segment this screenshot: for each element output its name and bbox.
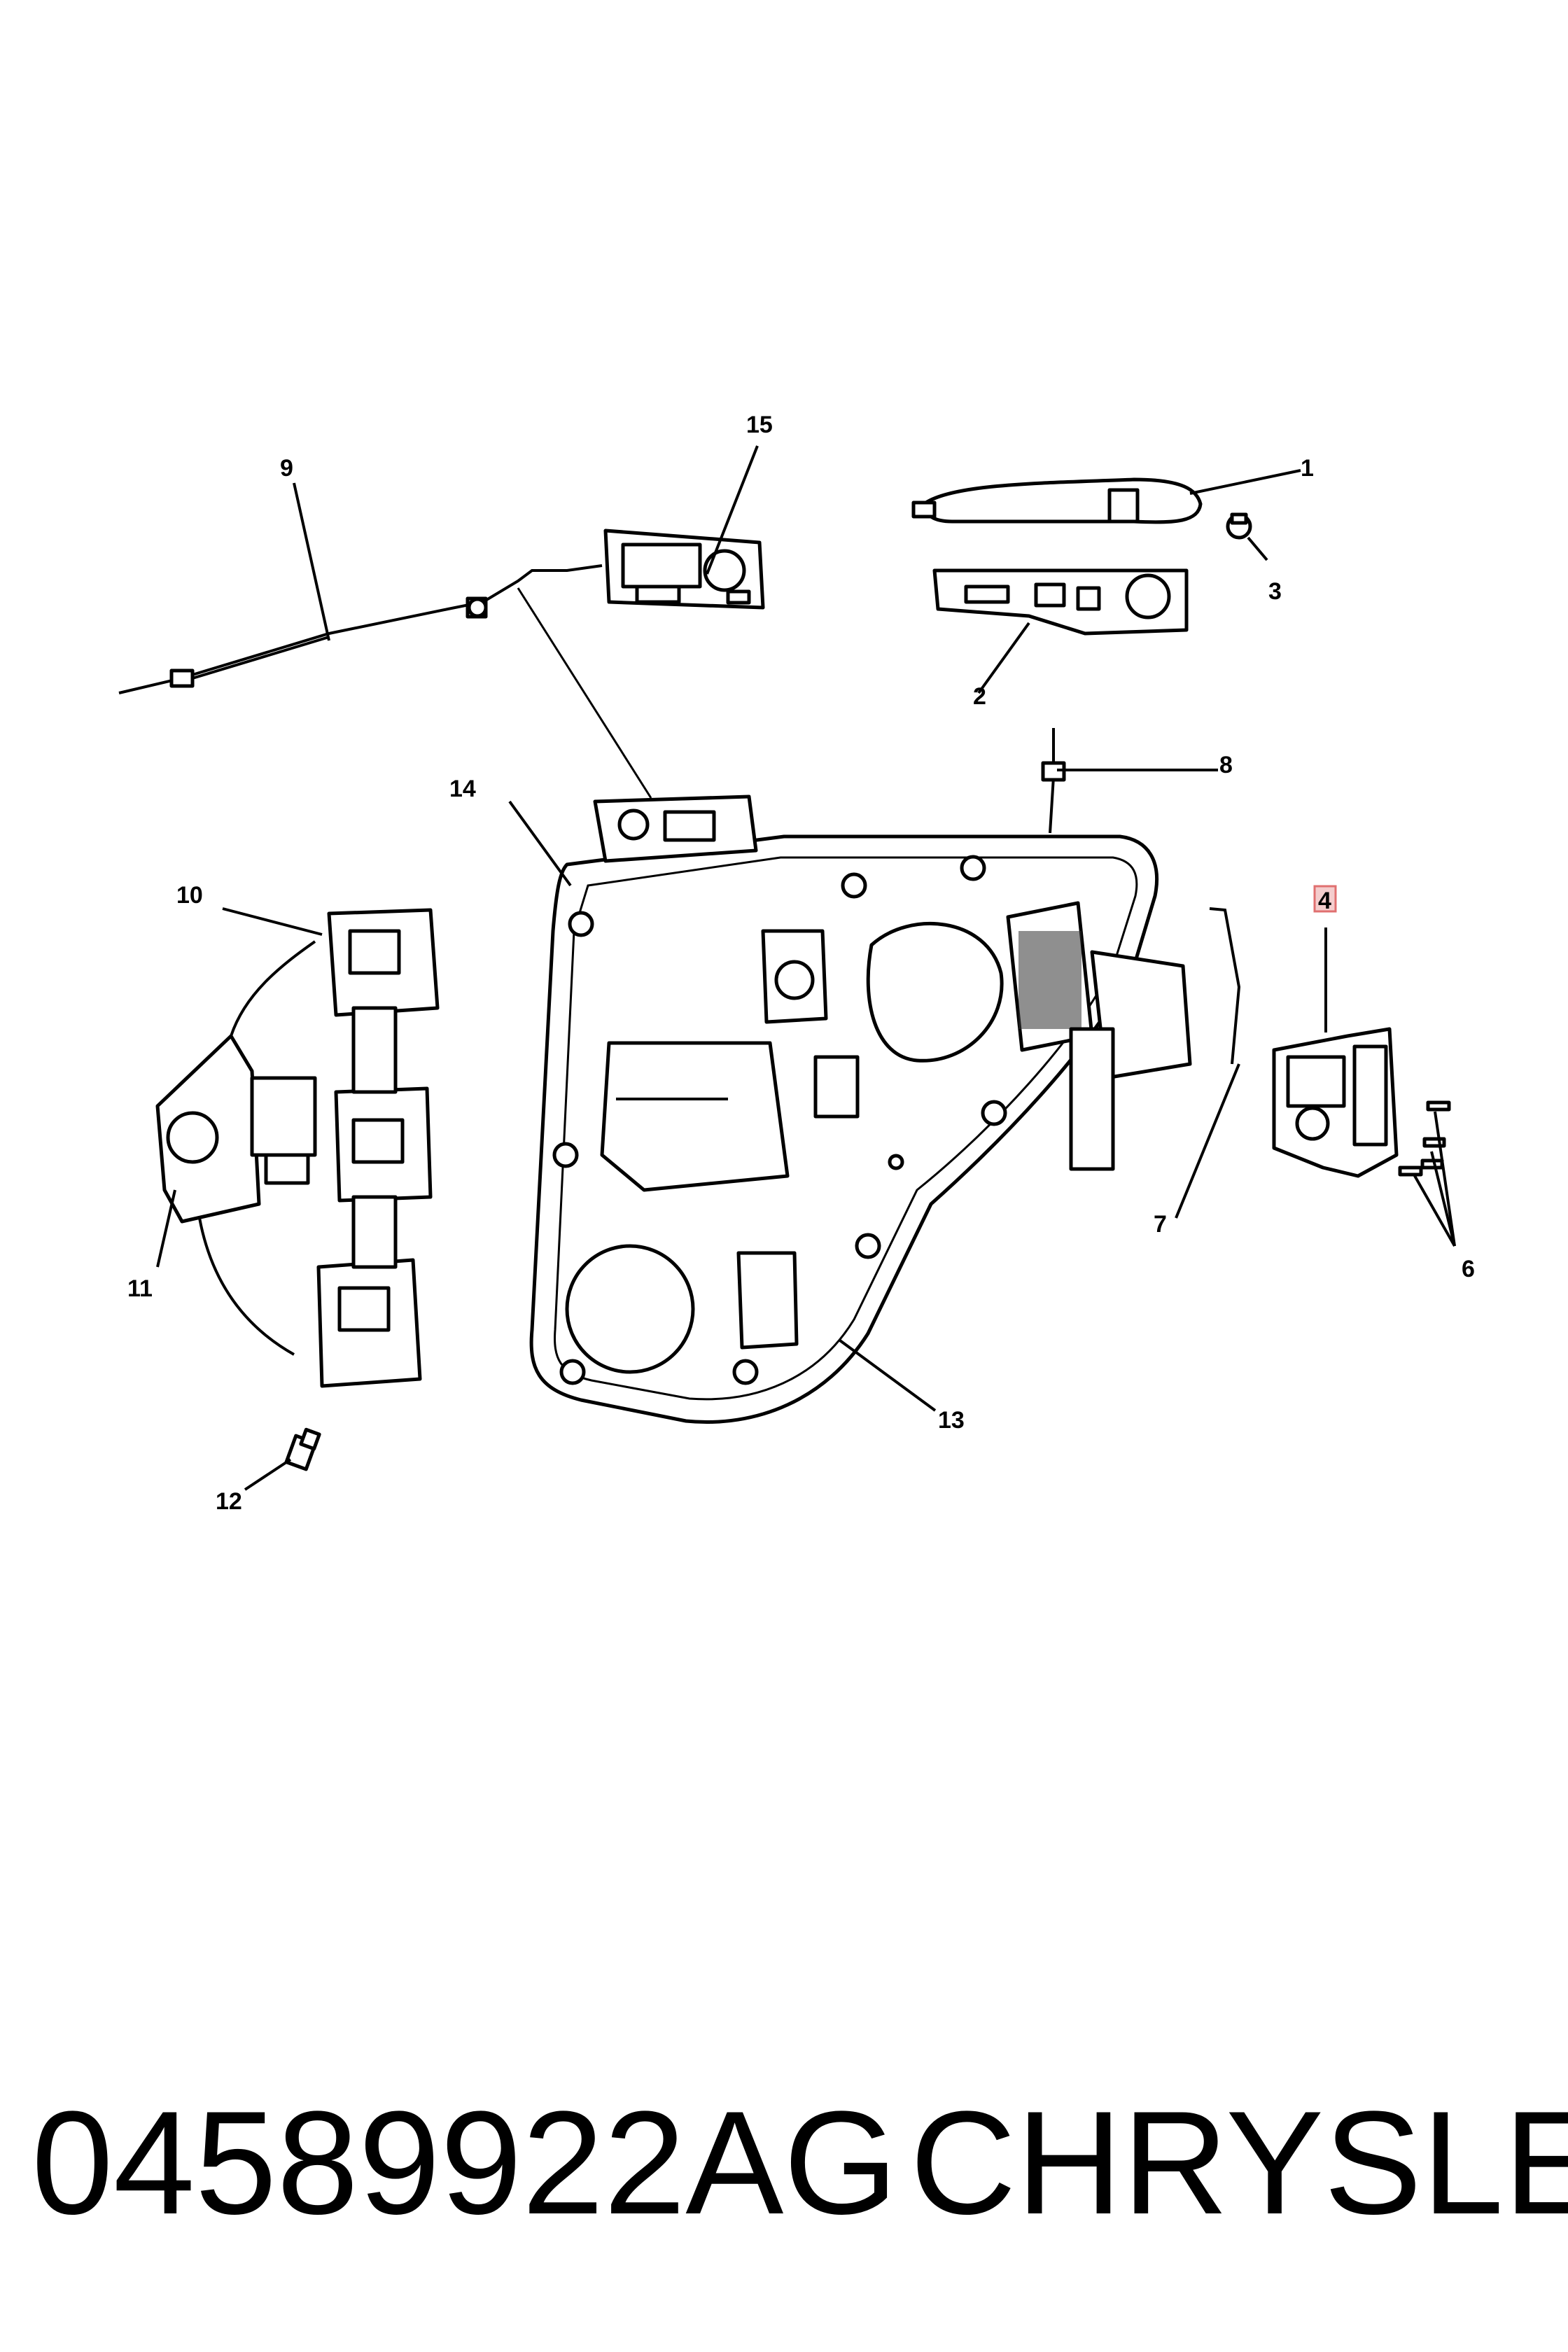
callout-7: 7 xyxy=(1154,1211,1167,1238)
callout-4-highlight xyxy=(1313,885,1337,913)
callout-14: 14 xyxy=(449,776,476,802)
handle-bracket-part-2 xyxy=(932,568,1189,636)
rod-part-8 xyxy=(1041,728,1066,834)
latch-actuator-part-4 xyxy=(1272,1027,1399,1178)
screw-part-3 xyxy=(1226,512,1252,540)
callout-1: 1 xyxy=(1301,455,1314,482)
callout-15: 15 xyxy=(746,412,773,438)
callout-9: 9 xyxy=(280,455,293,482)
callout-12: 12 xyxy=(216,1488,242,1515)
callout-4: 4 xyxy=(1318,888,1331,914)
cable-part-9 xyxy=(118,564,603,694)
callout-3: 3 xyxy=(1268,578,1282,605)
door-panel-part-13 xyxy=(529,834,1159,1424)
callout-8: 8 xyxy=(1219,752,1233,778)
inside-handle-part-15 xyxy=(603,528,765,610)
footer: 04589922AG CHRYSLER xyxy=(0,2072,1568,2254)
screws-part-6 xyxy=(1398,1100,1451,1177)
bolt-part-12 xyxy=(284,1427,321,1471)
callout-6: 6 xyxy=(1462,1256,1475,1282)
callout-2: 2 xyxy=(973,683,986,710)
rod-part-7 xyxy=(1209,907,1241,1065)
callout-10: 10 xyxy=(176,882,203,909)
leader-lines xyxy=(156,445,1456,1491)
motor-part-11 xyxy=(155,1034,317,1224)
latch-mesh-area xyxy=(1006,901,1192,1171)
brand-name: CHRYSLER xyxy=(910,2080,1568,2245)
window-regulator-part-10 xyxy=(198,908,440,1388)
part-number: 04589922AG xyxy=(31,2080,898,2245)
callout-labels: 1 2 3 4 6 7 8 9 10 11 12 13 14 15 xyxy=(127,412,1475,1515)
latch-mount-plate xyxy=(593,794,758,863)
callout-11: 11 xyxy=(127,1275,153,1302)
outside-handle-part-1 xyxy=(911,477,1203,524)
callout-13: 13 xyxy=(938,1407,965,1434)
